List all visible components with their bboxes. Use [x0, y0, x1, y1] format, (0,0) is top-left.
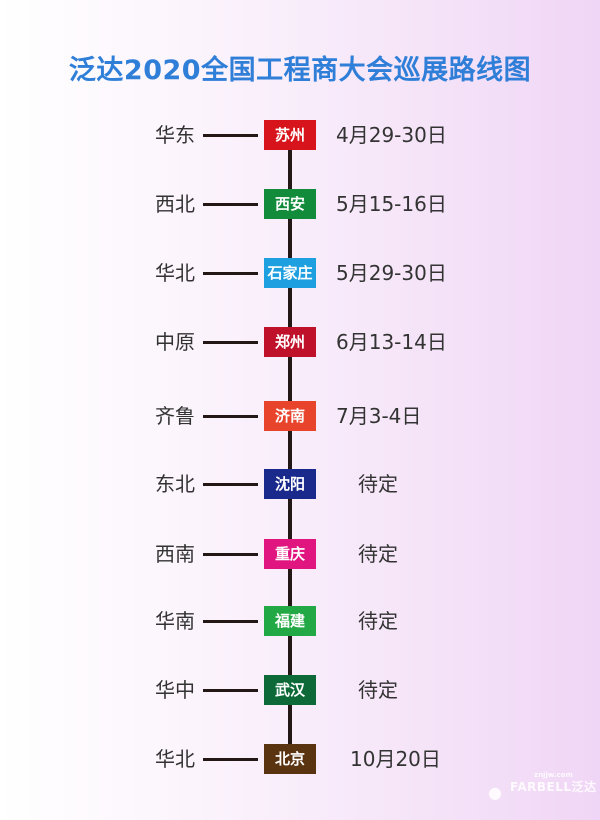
date-label: 7月3-4日 — [336, 404, 422, 428]
date-label: 4月29-30日 — [336, 123, 447, 147]
route-stop: 东北 沈阳 待定 — [0, 467, 600, 501]
date-label: 待定 — [358, 542, 398, 566]
connector-line — [203, 415, 258, 418]
city-badge: 福建 — [264, 606, 316, 636]
date-label: 待定 — [358, 609, 398, 633]
city-badge: 西安 — [264, 189, 316, 219]
route-stop: 华中 武汉 待定 — [0, 673, 600, 707]
city-badge: 北京 — [264, 744, 316, 774]
city-badge: 石家庄 — [264, 258, 316, 288]
date-label: 10月20日 — [350, 747, 441, 771]
city-badge: 郑州 — [264, 327, 316, 357]
date-label: 5月15-16日 — [336, 192, 447, 216]
connector-line — [203, 553, 258, 556]
region-label: 华中 — [155, 678, 195, 702]
route-stop: 西北 西安 5月15-16日 — [0, 187, 600, 221]
region-label: 华东 — [155, 123, 195, 147]
city-badge: 重庆 — [264, 539, 316, 569]
connector-line — [203, 341, 258, 344]
region-label: 中原 — [155, 330, 195, 354]
route-line — [288, 135, 292, 760]
city-badge: 沈阳 — [264, 469, 316, 499]
route-stop: 华北 石家庄 5月29-30日 — [0, 256, 600, 290]
date-label: 待定 — [358, 472, 398, 496]
city-badge: 武汉 — [264, 675, 316, 705]
connector-line — [203, 134, 258, 137]
page-title: 泛达2020全国工程商大会巡展路线图 — [68, 55, 532, 86]
connector-line — [203, 689, 258, 692]
connector-line — [203, 203, 258, 206]
region-label: 华南 — [155, 609, 195, 633]
region-label: 西北 — [155, 192, 195, 216]
city-badge: 济南 — [264, 401, 316, 431]
connector-line — [203, 483, 258, 486]
route-stop: 西南 重庆 待定 — [0, 537, 600, 571]
wechat-icon: ● — [488, 783, 502, 802]
region-label: 华北 — [155, 747, 195, 771]
watermark-text: FARBELL泛达 智能家居网 — [510, 780, 600, 794]
city-badge: 苏州 — [264, 120, 316, 150]
watermark-url: znjjw.com — [534, 771, 573, 779]
connector-line — [203, 620, 258, 623]
region-label: 西南 — [155, 542, 195, 566]
date-label: 6月13-14日 — [336, 330, 447, 354]
route-stop: 华北 北京 10月20日 — [0, 742, 600, 776]
region-label: 齐鲁 — [155, 404, 195, 428]
watermark: ● znjjw.com FARBELL泛达 智能家居网 — [488, 771, 600, 806]
date-label: 待定 — [358, 678, 398, 702]
route-stop: 中原 郑州 6月13-14日 — [0, 325, 600, 359]
date-label: 5月29-30日 — [336, 261, 447, 285]
route-stop: 齐鲁 济南 7月3-4日 — [0, 399, 600, 433]
connector-line — [203, 758, 258, 761]
region-label: 东北 — [155, 472, 195, 496]
region-label: 华北 — [155, 261, 195, 285]
route-stop: 华南 福建 待定 — [0, 604, 600, 638]
connector-line — [203, 272, 258, 275]
route-stop: 华东 苏州 4月29-30日 — [0, 118, 600, 152]
